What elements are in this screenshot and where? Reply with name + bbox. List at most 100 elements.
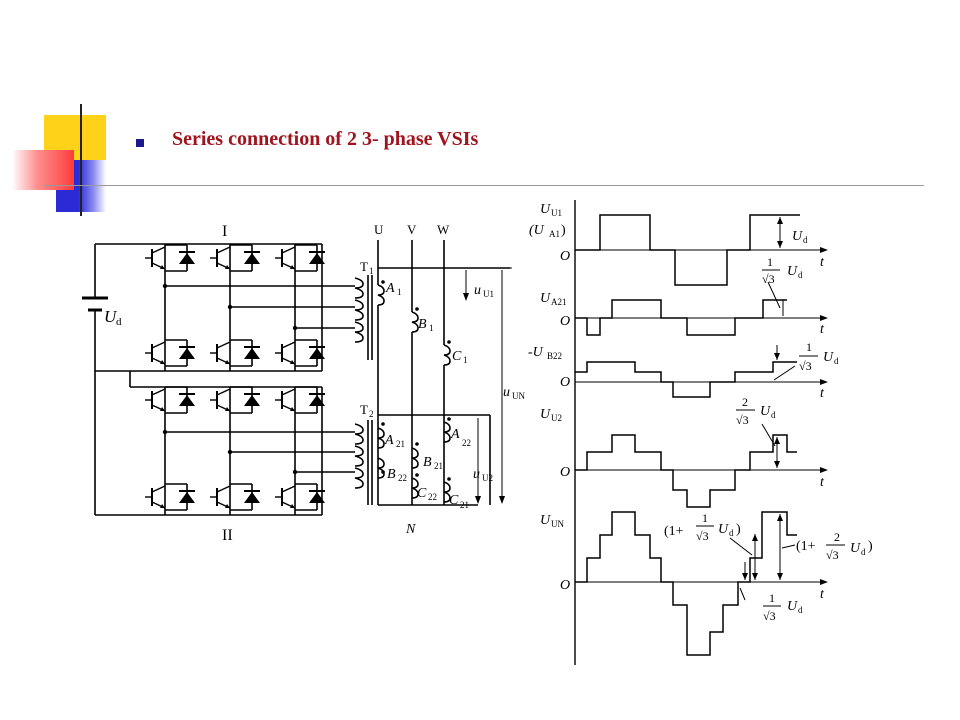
- dc-source: U d: [82, 244, 122, 515]
- winding-label-c21: C: [449, 493, 459, 508]
- trace-4-frac-num: 2: [742, 395, 748, 409]
- trace-5-label: U: [540, 513, 551, 528]
- voltage-u2-sub: U2: [482, 473, 493, 483]
- transformer-1-label: T: [360, 259, 368, 274]
- voltage-arrow-u1: u U1: [463, 270, 494, 301]
- trace-2-frac-num: 1: [767, 255, 773, 269]
- igbt-switch: [210, 341, 231, 365]
- trace-1-time: t: [820, 255, 825, 270]
- voltage-u2-label: u: [473, 467, 480, 482]
- diode-icon: [295, 483, 325, 511]
- igbt-switch: [145, 246, 166, 270]
- transformer-1-primary: T 1: [354, 259, 374, 360]
- trace-1-sub: U1: [551, 208, 562, 218]
- diode-icon: [295, 339, 325, 367]
- igbt-switch: [275, 388, 296, 412]
- diode-icon: [295, 386, 325, 414]
- trace-3-frac-den: √3: [799, 359, 812, 373]
- winding-label-b1-sub: 1: [429, 323, 434, 333]
- deco-red-square: [12, 150, 74, 190]
- waveform-trace-uu1: U U1 (U A1 ) O t U d: [529, 202, 828, 286]
- waveform-trace-uu2: U U2 O t 2 √3 U d: [540, 395, 828, 508]
- trace-5-left-prefix: (1+: [664, 524, 684, 539]
- trace-2-sub: A21: [551, 297, 567, 307]
- dc-source-label: U: [104, 307, 118, 326]
- trace-1-origin: O: [560, 249, 570, 264]
- slide-title: Series connection of 2 3- phase VSIs: [172, 128, 479, 150]
- trace-5-right-frac-den: √3: [826, 548, 839, 562]
- winding-label-a1: A: [385, 281, 395, 296]
- igbt-switch: [210, 246, 231, 270]
- trace-5-right-ud-sub: d: [861, 547, 866, 557]
- igbt-switch: [145, 485, 166, 509]
- secondary-winding-1: [377, 268, 451, 505]
- winding-label-a1-sub: 1: [397, 287, 402, 297]
- diode-icon: [230, 386, 260, 414]
- trace-2-time: t: [820, 322, 825, 337]
- transformer-2-sub: 2: [369, 409, 374, 419]
- winding-label-c22-sub: 22: [428, 492, 437, 502]
- title-bullet: [136, 139, 144, 147]
- diode-icon: [230, 483, 260, 511]
- trace-1-label: U: [540, 202, 551, 217]
- waveform-trace-ua21: U A21 O t 1 √3 U d: [540, 255, 828, 337]
- winding-label-c21-sub: 21: [460, 500, 469, 510]
- trace-4-origin: O: [560, 465, 570, 480]
- diode-icon: [165, 339, 195, 367]
- winding-label-c1: C: [452, 349, 462, 364]
- trace-1-ud-label: U: [792, 229, 803, 244]
- dc-source-sub: d: [116, 316, 122, 328]
- secondary-winding-2: [377, 415, 451, 505]
- trace-2-label: U: [540, 291, 551, 306]
- diode-icon: [165, 386, 195, 414]
- winding-label-b22-sub: 22: [398, 473, 407, 483]
- diode-icon: [165, 483, 195, 511]
- trace-5-bottom-ud-sub: d: [798, 605, 803, 615]
- winding-label-a22-sub: 22: [462, 438, 471, 448]
- trace-5-bottom-ud: U: [787, 599, 798, 614]
- diode-icon: [295, 244, 325, 272]
- igbt-switch: [210, 388, 231, 412]
- circuit-diagram: U d I II T 1: [82, 222, 525, 544]
- trace-5-left-frac-den: √3: [696, 529, 709, 543]
- trace-5-left-ud-sub: d: [729, 528, 734, 538]
- trace-3-ud-sub: d: [834, 356, 839, 366]
- winding-label-c22: C: [417, 486, 427, 501]
- trace-3-ud-label: U: [823, 350, 834, 365]
- trace-1-alt-sub: A1: [549, 229, 560, 239]
- transformer-2-label: T: [360, 402, 368, 417]
- trace-2-frac-den: √3: [762, 272, 775, 286]
- trace-4-label: U: [540, 407, 551, 422]
- voltage-un-label: u: [503, 385, 510, 400]
- trace-5-right-frac-num: 2: [834, 530, 840, 544]
- voltage-un-sub: UN: [512, 391, 525, 401]
- trace-5-left-close: ): [736, 522, 741, 537]
- trace-5-origin: O: [560, 578, 570, 593]
- trace-4-frac-den: √3: [736, 413, 749, 427]
- phase-label-u: U: [374, 222, 384, 237]
- bridge-label-bottom: II: [222, 527, 233, 544]
- igbt-switch: [275, 341, 296, 365]
- trace-5-bottom-frac-den: √3: [763, 609, 776, 623]
- trace-3-frac-num: 1: [806, 340, 812, 354]
- waveform-plot: U U1 (U A1 ) O t U d U A21 O t 1 √3: [528, 200, 873, 665]
- trace-3-origin: O: [560, 375, 570, 390]
- trace-1-ud-sub: d: [803, 235, 808, 245]
- winding-label-a22: A: [450, 427, 460, 442]
- trace-2-ud-label: U: [787, 264, 798, 279]
- trace-5-bottom-frac-num: 1: [769, 591, 775, 605]
- winding-label-a21-sub: 21: [396, 439, 405, 449]
- voltage-arrow-un: u UN: [495, 267, 525, 504]
- winding-label-b21-sub: 21: [434, 461, 443, 471]
- igbt-switch: [145, 341, 166, 365]
- igbt-switch: [275, 246, 296, 270]
- trace-4-ud-label: U: [760, 404, 771, 419]
- trace-3-sub: B22: [547, 351, 562, 361]
- igbt-switch: [145, 388, 166, 412]
- switch-group: [145, 244, 325, 515]
- trace-1-alt-close: ): [561, 223, 566, 238]
- waveform-trace-uun: U UN O t (1+ 1 √3 U d ) (1+ 2 √3: [540, 511, 873, 656]
- trace-5-right-ud: U: [850, 541, 861, 556]
- diode-icon: [230, 339, 260, 367]
